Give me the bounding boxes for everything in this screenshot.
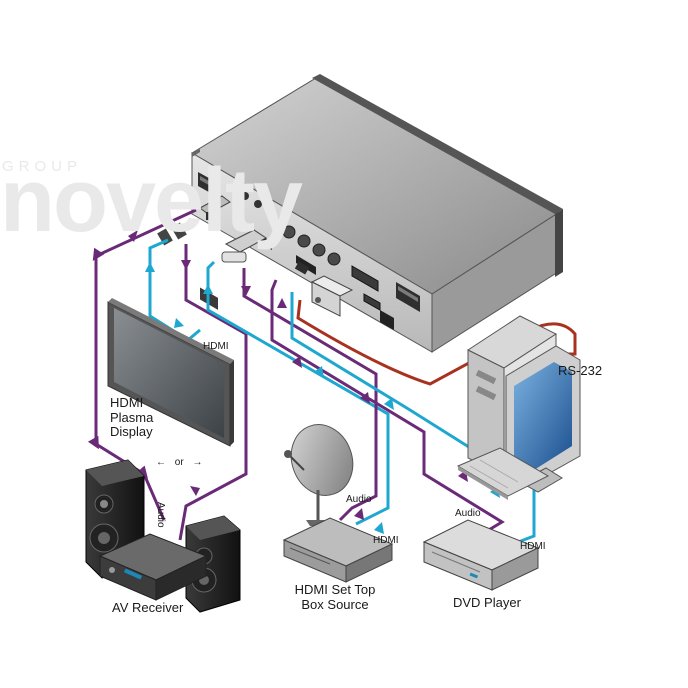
stb-label: HDMI Set Top Box Source xyxy=(285,582,385,612)
or-arrows: ← or → xyxy=(156,457,202,468)
arrow-right-icon: → xyxy=(192,457,203,468)
display-label-line1: HDMI xyxy=(110,395,144,410)
stb-label-line2: Box Source xyxy=(301,596,369,612)
hdmi-switcher-unit xyxy=(191,74,563,353)
display-label-line3: Display xyxy=(110,424,153,440)
audio-cable-receiver-2 xyxy=(178,244,248,541)
dvd-hdmi-label: HDMI xyxy=(520,541,546,552)
speaker-right xyxy=(185,515,241,613)
plasma-display xyxy=(107,298,234,447)
audio-terminal-block-left xyxy=(198,172,216,196)
plug-rs232 xyxy=(310,275,354,317)
ethernet-port xyxy=(380,310,394,330)
stb-audio-label: Audio xyxy=(346,494,372,505)
or-label: or xyxy=(174,457,184,468)
plug-audio-out xyxy=(157,222,187,246)
av-receiver-label: AV Receiver xyxy=(112,600,184,615)
audio-cable-dvd xyxy=(270,279,505,536)
receiver-audio-label: Audio xyxy=(155,502,166,528)
dvd-player-label: DVD Player xyxy=(453,595,521,610)
rca-connectors xyxy=(228,184,341,266)
arrow-left-icon: ← xyxy=(156,457,166,468)
set-top-box xyxy=(282,517,394,583)
rs232-label: RS-232 xyxy=(558,363,603,378)
stb-hdmi-label: HDMI xyxy=(373,535,399,546)
hdmi-plasma-display-label: HDMI Plasma Display xyxy=(110,395,154,440)
plug-hdmi-in-2 xyxy=(294,261,310,275)
pc-keyboard xyxy=(456,447,550,500)
dvd-player xyxy=(422,519,540,591)
audio-terminal-block-right xyxy=(396,282,420,312)
hdmi-cable-display xyxy=(148,238,201,342)
av-receiver xyxy=(98,533,208,601)
dvd-audio-label: Audio xyxy=(455,508,481,519)
plug-hdmi-in-1 xyxy=(221,229,267,263)
hdmi-display-cable-label: HDMI xyxy=(203,341,229,352)
rs232-cable xyxy=(296,299,577,386)
audio-cable-receiver xyxy=(87,208,197,521)
display-label-line2: Plasma xyxy=(110,409,154,425)
plug-hdmi-out xyxy=(199,195,231,220)
stb-label-line1: HDMI Set Top xyxy=(294,582,376,597)
